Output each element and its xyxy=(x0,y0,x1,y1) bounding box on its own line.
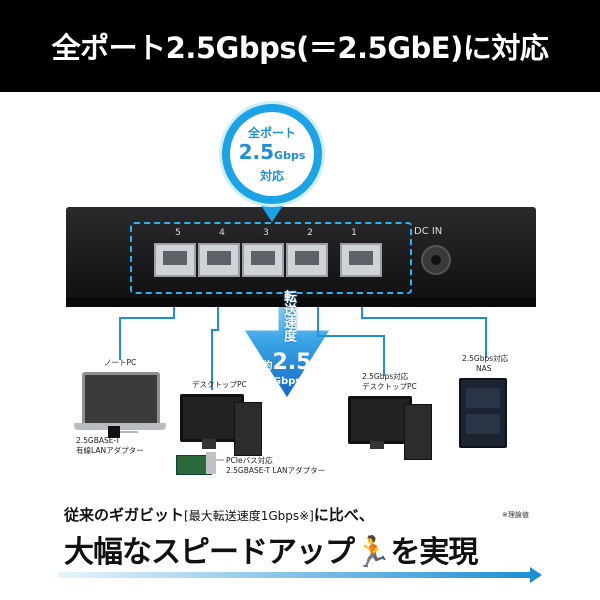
nas-label-line1: 2.5Gbps対応 xyxy=(462,354,509,363)
desktop2-monitor-stand xyxy=(370,441,384,449)
port-number-3: 3 xyxy=(263,228,269,238)
copy-line2: 大幅なスピードアップ🏃を実現 xyxy=(64,535,478,570)
ethernet-port-3 xyxy=(242,243,284,277)
ethernet-port-4 xyxy=(198,243,240,277)
banner-title: 全ポート2.5Gbps(＝2.5GbE)に対応 xyxy=(51,31,549,65)
desktop-monitor-stand xyxy=(202,439,216,449)
copy-line1: 従来のギガビット[最大転送速度1Gbps※]に比べ、 xyxy=(64,506,374,524)
desktop-tower-icon xyxy=(234,402,262,456)
laptop-label: ノートPC xyxy=(104,358,137,367)
laptop-adapter-line2: 有線LANアダプター xyxy=(76,446,144,455)
callout-speed: 2.5Gbps xyxy=(238,140,306,164)
port-number-4: 4 xyxy=(219,228,225,238)
port-number-5: 5 xyxy=(175,228,181,238)
port-number-1: 1 xyxy=(351,228,357,238)
desktop2-label-line1: 2.5Gbps対応 xyxy=(362,372,409,381)
ports-highlight xyxy=(130,222,412,294)
pcie-line1: PCIeバス対応 xyxy=(226,456,273,465)
callout-bubble: 全ポート 2.5Gbps 対応 xyxy=(222,104,322,204)
pcie-bracket-icon xyxy=(206,452,216,474)
nas-icon xyxy=(459,378,507,448)
port-number-2: 2 xyxy=(307,228,313,238)
nas-label-line2: NAS xyxy=(476,364,492,373)
underline-arrow-head xyxy=(530,567,542,583)
laptop-base xyxy=(74,423,166,430)
speed-vertical-label: 転送速度 xyxy=(281,290,296,342)
switch-base xyxy=(66,297,536,307)
ethernet-port-1 xyxy=(340,243,382,277)
dc-in-jack xyxy=(421,245,451,275)
speed-unit: Gbps xyxy=(272,376,302,387)
desktop2-monitor-icon xyxy=(348,396,412,444)
desktop-label: デスクトップPC xyxy=(192,380,247,389)
callout-line1: 全ポート xyxy=(247,126,296,140)
desktop2-label-line2: デスクトップPC xyxy=(362,382,417,391)
desktop2-tower-icon xyxy=(404,404,432,460)
underline-arrow xyxy=(58,572,534,578)
banner: 全ポート2.5Gbps(＝2.5GbE)に対応 xyxy=(0,0,600,92)
callout-line3: 対応 xyxy=(259,169,284,183)
laptop-adapter-line1: 2.5GBASE-T xyxy=(76,436,121,445)
laptop-icon xyxy=(82,372,160,426)
pcie-line2: 2.5GBASE-T LANアダプター xyxy=(226,466,326,475)
speed-value-row: 約2.5 xyxy=(250,350,324,375)
speed-value: 2.5 xyxy=(272,350,312,375)
dc-in-label: DC IN xyxy=(414,226,443,237)
usb-adapter-icon xyxy=(108,426,120,438)
ethernet-port-2 xyxy=(286,243,328,277)
runner-icon: 🏃 xyxy=(354,535,391,570)
note-theoretical: ※理論値 xyxy=(502,511,529,519)
ethernet-port-5 xyxy=(154,243,196,277)
speed-prefix: 約 xyxy=(262,361,273,372)
